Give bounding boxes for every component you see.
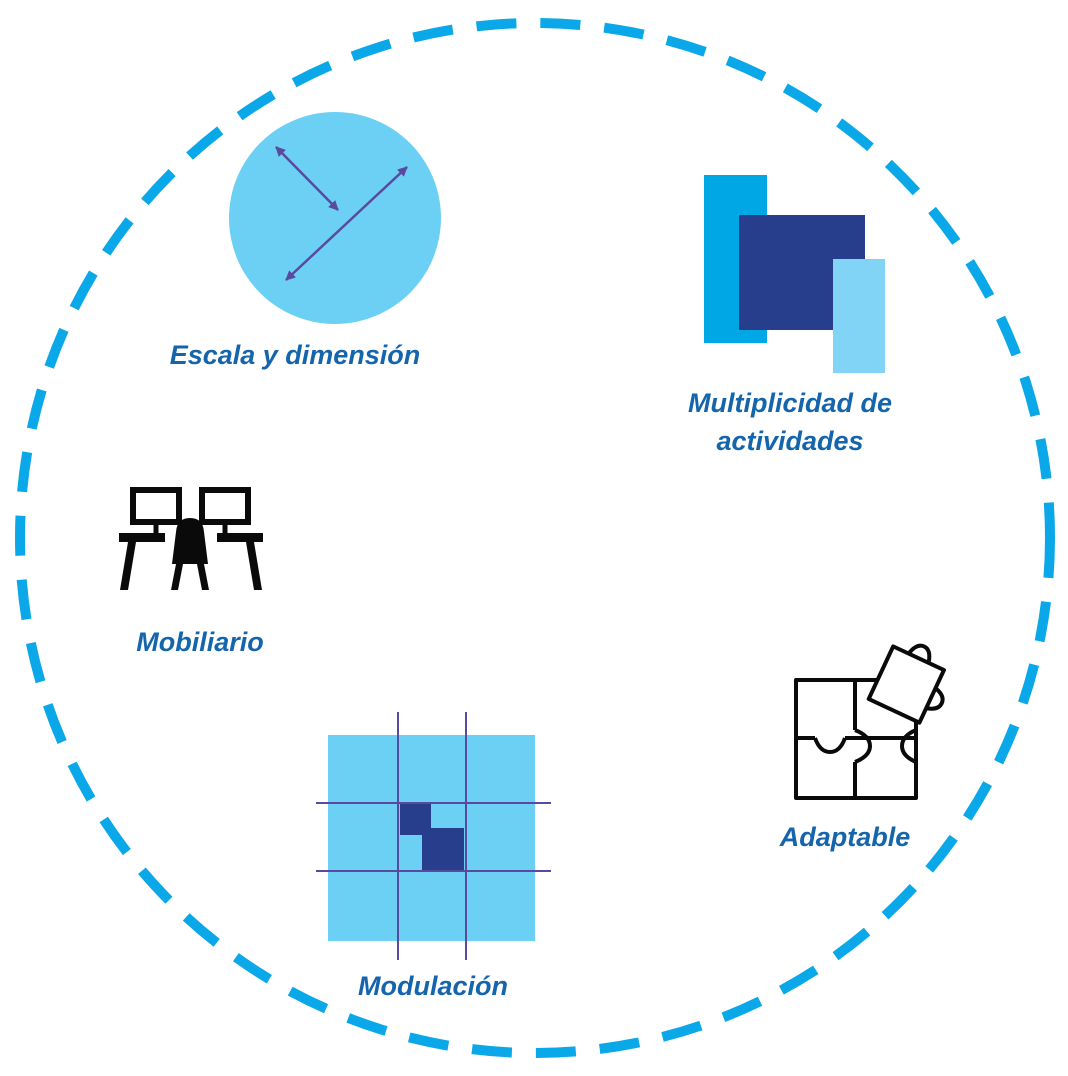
label-escala-y-dimension: Escala y dimensión: [169, 340, 421, 370]
label-adaptable: Adaptable: [779, 822, 911, 852]
label-multiplicidad: Multiplicidad de actividades: [640, 386, 940, 458]
overlapping-rectangles-icon: [704, 175, 885, 373]
circle-arrows-icon: [229, 112, 441, 324]
puzzle-icon: [794, 643, 946, 800]
label-mobiliario: Mobiliario: [136, 627, 264, 657]
label-multiplicidad-line1: Multiplicidad de: [687, 388, 892, 418]
dashed-ring: [15, 18, 1055, 1058]
label-multiplicidad-line2: actividades: [716, 426, 864, 456]
desk-chair-icon: [119, 487, 263, 590]
label-modulacion: Modulación: [358, 971, 508, 1001]
grid-module-icon: [316, 712, 551, 960]
